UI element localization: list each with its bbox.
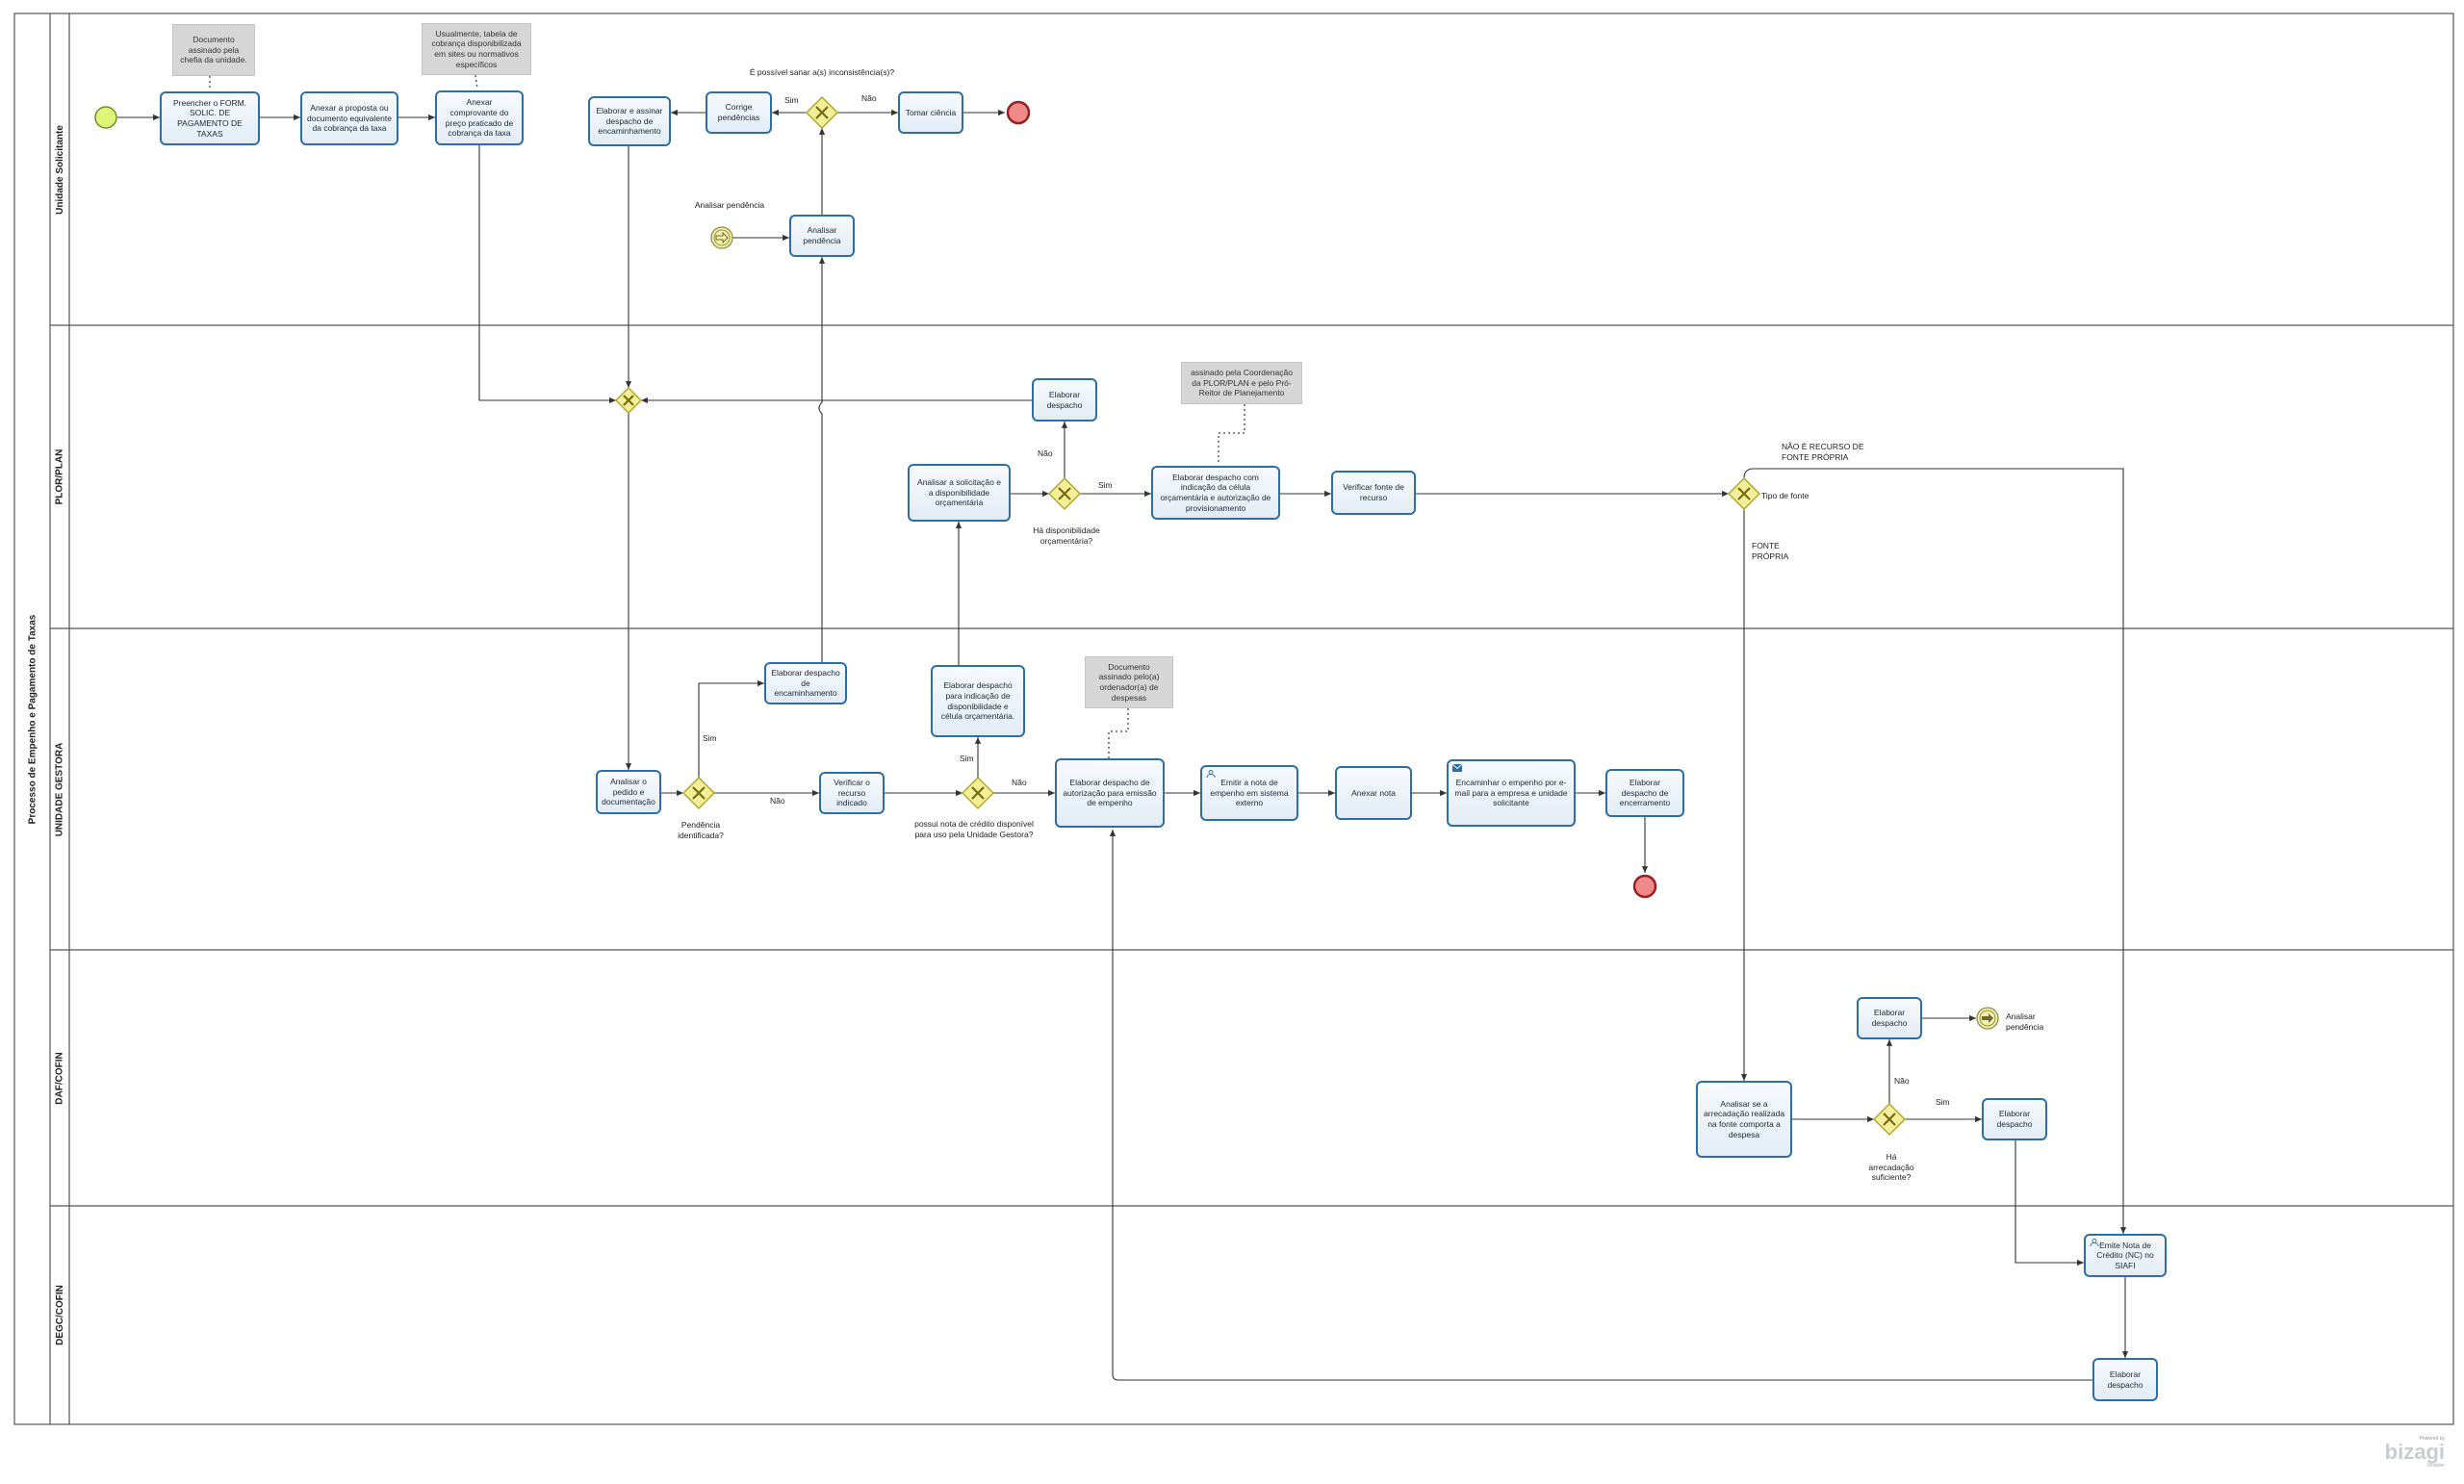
label-gw-pendencia-question: Pendência identificada? [678,820,724,840]
task-anexar-comprovante[interactable]: Anexar comprovante do preço praticado de… [435,90,524,145]
label-sim-sanar: Sim [784,95,799,105]
task-label: Emite Nota de Crédito (NC) no SIAFI [2096,1240,2154,1270]
label-gw-disponibilidade-question: Há disponibilidade orçamentária? [1033,525,1100,546]
sequence-flows [117,109,2129,1381]
label-gw-credito-question: possui nota de crédito disponível para u… [914,819,1034,839]
task-tomar-ciencia[interactable]: Tomar ciência [898,91,963,134]
task-analisar-arrecadacao[interactable]: Analisar se a arrecadação realizada na f… [1696,1081,1792,1158]
lane-unidade-gestora: UNIDADE GESTORA [54,742,65,836]
label-sim-plor: Sim [1098,480,1113,490]
task-elaborar-assinar-despacho[interactable]: Elaborar e assinar despacho de encaminha… [588,96,671,146]
label-nao-sanar: Não [861,93,877,103]
label-gw-arrecadacao-question: Há arrecadação suficiente? [1868,1152,1914,1183]
lane-unidade-solicitante: Unidade Solicitante [54,124,65,215]
label-sim-arrecadacao: Sim [1936,1097,1950,1107]
start-event [94,106,117,129]
task-anexar-proposta[interactable]: Anexar a proposta ou documento equivalen… [300,91,398,145]
lane-plor-plan: PLOR/PLAN [54,448,65,505]
lane-daf-cofin: DAF/COFIN [54,1051,65,1105]
label-nao-pendencia: Não [770,796,785,806]
task-elaborar-despacho-encaminhamento[interactable]: Elaborar despacho de encaminhamento [764,662,847,704]
lane-degc-cofin: DEGC/COFIN [54,1285,65,1345]
gateway-disponibilidade-orcamentaria [1047,476,1082,511]
annotation-doc-assinado-ordenador: Documento assinado pelo(a) ordenador(a) … [1085,656,1173,708]
label-tipo-fonte: Tipo de fonte [1761,491,1810,500]
flow-despacho-daf-right-to-nc [2015,1140,2084,1267]
label-nao-recurso-fonte-propria: NÃO É RECURSO DE FONTE PRÓPRIA [1782,442,1864,462]
label-nao-plor: Não [1038,448,1053,458]
pool-title: Processo de Empenho e Pagamento de Taxas [27,614,38,824]
task-elaborar-despacho-daf-right[interactable]: Elaborar despacho [1982,1098,2047,1140]
user-task-icon [2090,1239,2099,1246]
end-event-solicitante [1006,100,1031,125]
annotation-assinado-coordenacao: assinado pela Coordenação da PLOR/PLAN e… [1181,362,1302,404]
send-message-icon [1452,764,1462,772]
label-sim-pendencia: Sim [703,733,717,743]
task-elaborar-despacho-encerramento[interactable]: Elaborar despacho de encerramento [1605,769,1684,817]
label-fonte-propria: FONTE PRÓPRIA [1752,541,1789,561]
label-analisar-pendencia-event: Analisar pendência [694,200,765,210]
annotation-usualmente-tabela: Usualmente, tabela de cobrança disponibi… [422,23,531,75]
task-encaminhar-empenho[interactable]: Encaminhar o empenho por e-mail para a e… [1447,759,1576,827]
label-nao-credito: Não [1012,778,1027,787]
gateway-tipo-fonte [1727,476,1761,511]
task-anexar-nota[interactable]: Anexar nota [1335,766,1412,820]
task-analisar-solicitacao[interactable]: Analisar a solicitação e a disponibilida… [908,464,1011,522]
gateway-merge [614,386,643,415]
label-analisar-pendencia-end: Analisar pendência [2006,1011,2044,1032]
label-nao-arrecadacao: Não [1894,1076,1910,1086]
annotation-associations [209,74,1245,758]
task-analisar-pedido[interactable]: Analisar o pedido e documentação [596,770,661,814]
task-label: Emitir a nota de empenho em sistema exte… [1210,778,1289,808]
task-elaborar-despacho-degc[interactable]: Elaborar despacho [2092,1358,2158,1401]
task-elaborar-despacho-celula[interactable]: Elaborar despacho com indicação da célul… [1151,466,1280,520]
annotation-doc-assinado-chefia: Documento assinado pela chefia da unidad… [172,24,255,76]
user-task-icon [1206,770,1216,778]
task-emitir-nota-empenho[interactable]: Emitir a nota de empenho em sistema exte… [1200,765,1298,821]
task-corrige-pendencias[interactable]: Corrige pendências [706,91,772,134]
task-elaborar-despacho-daf-top[interactable]: Elaborar despacho [1857,997,1922,1039]
task-emite-nota-credito[interactable]: Emite Nota de Crédito (NC) no SIAFI [2084,1234,2167,1277]
task-elaborar-despacho-disponibilidade[interactable]: Elaborar despacho para indicação de disp… [931,665,1025,737]
gateway-pendencia-identificada [681,776,716,810]
task-elaborar-despacho-autorizacao[interactable]: Elaborar despacho de autorização para em… [1055,758,1165,828]
task-label: Encaminhar o empenho por e-mail para a e… [1454,778,1568,808]
gateway-nota-credito [961,776,995,810]
end-event-gestora [1632,874,1657,899]
flow-degc-to-autorizacao [1109,830,2092,1381]
task-analisar-pendencia[interactable]: Analisar pendência [789,215,855,257]
gateway-arrecadacao-suficiente [1872,1102,1907,1137]
pool-frame [13,13,2454,1425]
flow-gw-fonte-nao-propria [1743,468,2127,1234]
flow-gw-pendencia-sim [698,679,764,778]
task-verificar-recurso[interactable]: Verificar o recurso indicado [819,772,885,814]
label-gw-sanar-question: É possível sanar a(s) inconsistência(s)? [749,67,895,77]
flow-comprovante-to-merge [478,145,616,404]
link-catch-event-analisar-pendencia [710,226,733,249]
label-sim-credito: Sim [960,754,974,763]
task-verificar-fonte[interactable]: Verificar fonte de recurso [1331,471,1416,515]
flow-encaminhamento-to-analisar-pendencia [818,257,826,662]
gateway-sanar-inconsistencias [805,95,839,130]
bizagi-logo: Powered by bizagi Modeler [2384,1436,2445,1469]
task-elaborar-despacho-plor[interactable]: Elaborar despacho [1032,378,1097,422]
link-throw-event-analisar-pendencia [1976,1007,1999,1030]
task-preencher-form[interactable]: Preencher o FORM. SOLIC. DE PAGAMENTO DE… [160,91,260,145]
